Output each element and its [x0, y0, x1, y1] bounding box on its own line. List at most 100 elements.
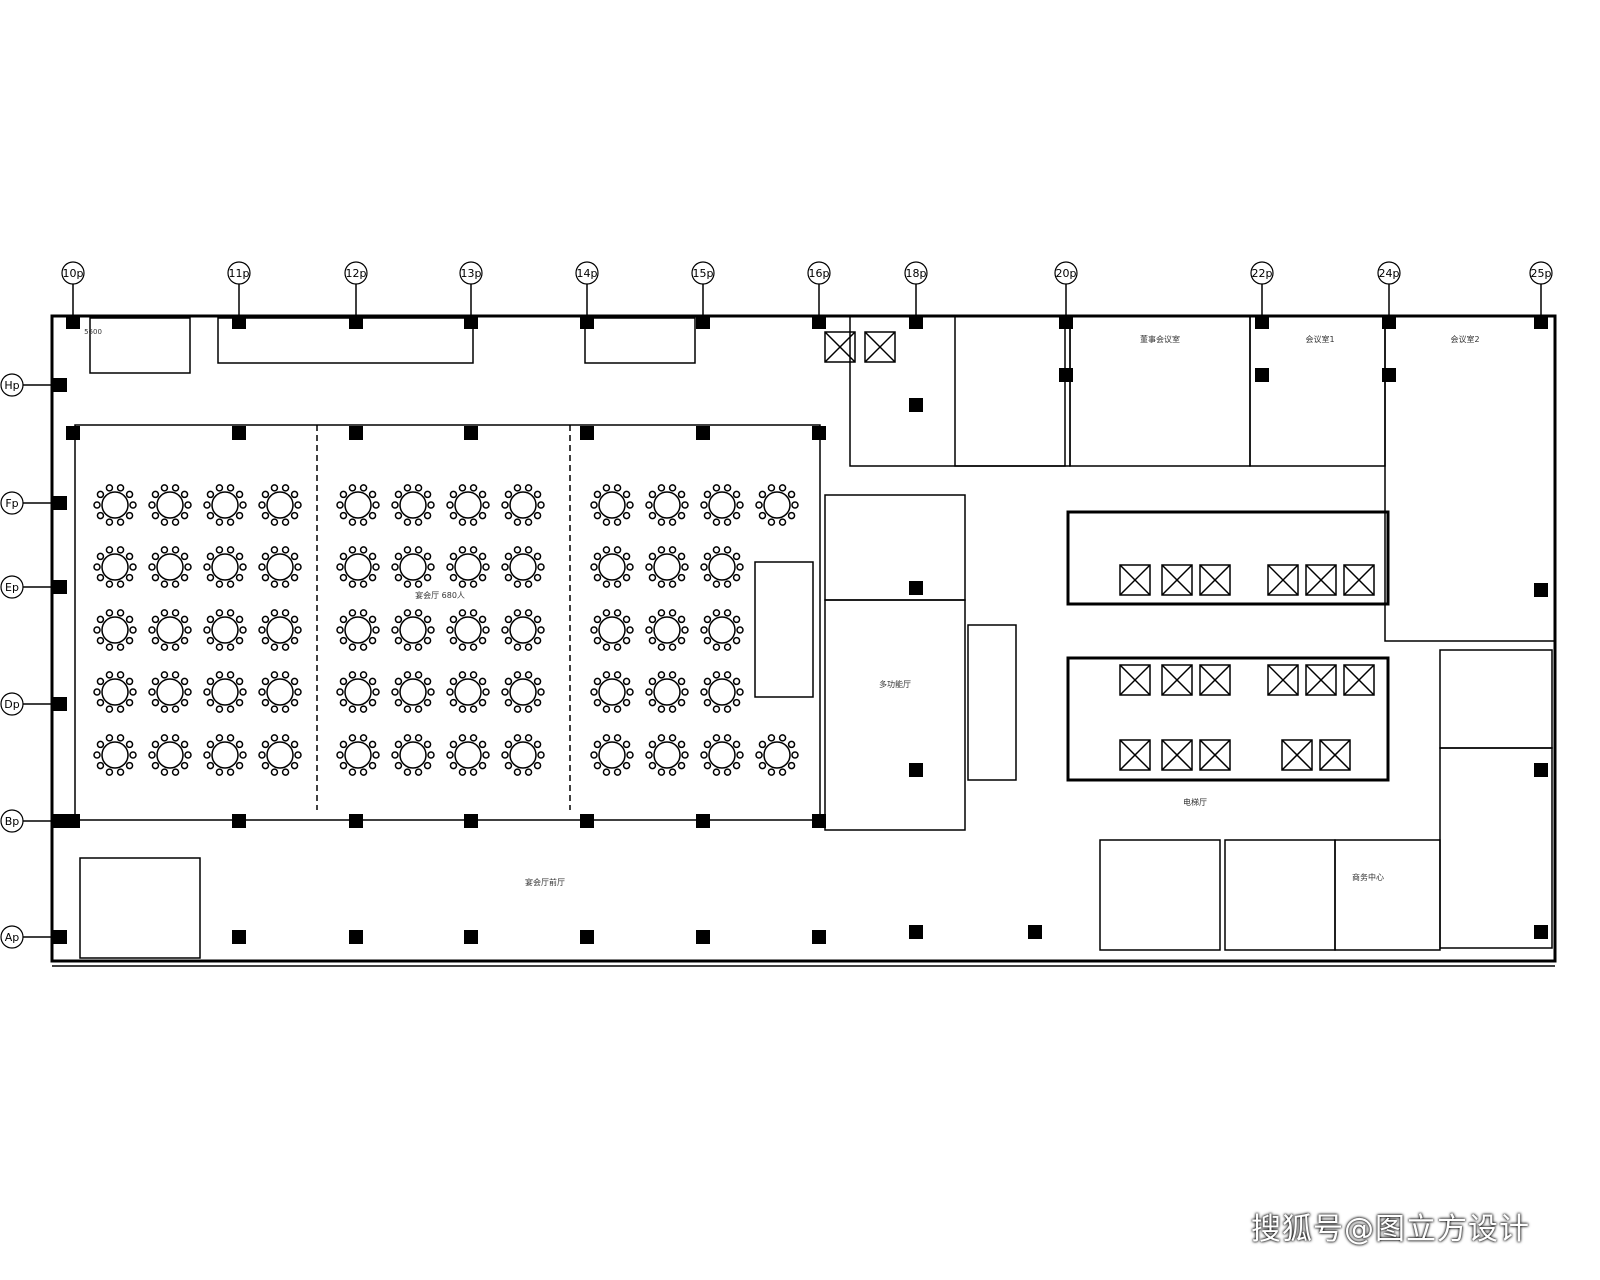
- column: [53, 930, 67, 944]
- grid-column-label: 15p: [693, 267, 714, 280]
- column: [909, 315, 923, 329]
- column: [580, 814, 594, 828]
- column: [812, 930, 826, 944]
- round-table: [590, 484, 634, 526]
- round-table: [755, 734, 799, 776]
- grid-bubble: [344, 261, 368, 285]
- round-table: [93, 484, 137, 526]
- round-table: [645, 546, 689, 588]
- round-table: [501, 609, 545, 651]
- elevator-car: [1119, 564, 1151, 596]
- column: [1255, 368, 1269, 382]
- elevator-car: [864, 331, 896, 363]
- grid-row-label: Fp: [5, 497, 18, 510]
- column: [464, 315, 478, 329]
- round-table: [203, 609, 247, 651]
- column: [812, 814, 826, 828]
- column: [909, 398, 923, 412]
- column: [66, 814, 80, 828]
- column: [696, 426, 710, 440]
- label-prefunction: 宴会厅前厅: [525, 877, 565, 887]
- round-table: [336, 484, 380, 526]
- column: [1059, 368, 1073, 382]
- round-table: [700, 734, 744, 776]
- round-table: [391, 609, 435, 651]
- column: [1382, 368, 1396, 382]
- column: [464, 930, 478, 944]
- round-table: [391, 484, 435, 526]
- elevator-car: [1199, 664, 1231, 696]
- grid-column-label: 18p: [906, 267, 927, 280]
- grid-row-label: Dp: [4, 698, 19, 711]
- column: [464, 426, 478, 440]
- round-table: [501, 484, 545, 526]
- grid-bubble: [0, 373, 24, 397]
- column: [812, 426, 826, 440]
- dimension-note: 5600: [84, 328, 102, 336]
- grid-row-label: Bp: [5, 815, 20, 828]
- grid-bubble: [1529, 261, 1553, 285]
- column: [1382, 315, 1396, 329]
- column: [580, 426, 594, 440]
- round-table: [645, 609, 689, 651]
- round-table: [391, 671, 435, 713]
- column: [909, 581, 923, 595]
- building-outline: [50, 314, 1557, 967]
- column: [349, 814, 363, 828]
- elevator-car: [824, 331, 856, 363]
- elevator-car: [1343, 564, 1375, 596]
- label-banquet-hall: 宴会厅 680人: [415, 590, 465, 600]
- column: [1534, 315, 1548, 329]
- banquet-tables: [93, 484, 799, 776]
- column: [232, 426, 246, 440]
- column: [53, 496, 67, 510]
- round-table: [645, 484, 689, 526]
- round-table: [203, 546, 247, 588]
- round-table: [336, 609, 380, 651]
- column: [53, 697, 67, 711]
- elevator-car: [1305, 664, 1337, 696]
- elevator-car: [1161, 564, 1193, 596]
- elevator-car: [1199, 564, 1231, 596]
- column: [349, 930, 363, 944]
- column: [66, 426, 80, 440]
- round-table: [391, 734, 435, 776]
- round-table: [203, 734, 247, 776]
- column: [580, 930, 594, 944]
- elevator-banks: [824, 331, 1375, 771]
- round-table: [336, 546, 380, 588]
- elevator-car: [1267, 664, 1299, 696]
- grid-bubble: [0, 491, 24, 515]
- round-table: [148, 671, 192, 713]
- grid-column-label: 14p: [577, 267, 598, 280]
- round-table: [700, 609, 744, 651]
- column: [1255, 315, 1269, 329]
- round-table: [446, 671, 490, 713]
- column: [909, 763, 923, 777]
- elevator-car: [1343, 664, 1375, 696]
- round-table: [203, 484, 247, 526]
- round-table: [645, 671, 689, 713]
- elevator-car: [1119, 739, 1151, 771]
- column: [232, 930, 246, 944]
- round-table: [501, 546, 545, 588]
- round-table: [501, 734, 545, 776]
- round-table: [700, 546, 744, 588]
- round-table: [148, 609, 192, 651]
- grid-column-label: 20p: [1056, 267, 1077, 280]
- grid-bubble: [61, 261, 85, 285]
- round-table: [93, 609, 137, 651]
- grid-bubble: [807, 261, 831, 285]
- round-table: [590, 671, 634, 713]
- elevator-car: [1267, 564, 1299, 596]
- round-table: [446, 734, 490, 776]
- label-meeting-1: 会议室1: [1305, 334, 1334, 344]
- elevator-car: [1305, 564, 1337, 596]
- room-labels: 宴会厅 680人 宴会厅前厅 多功能厅 电梯厅 董事会议室 会议室1 会议室2 …: [84, 328, 1479, 887]
- round-table: [258, 609, 302, 651]
- column: [232, 814, 246, 828]
- round-table: [590, 609, 634, 651]
- round-table: [203, 671, 247, 713]
- column: [696, 315, 710, 329]
